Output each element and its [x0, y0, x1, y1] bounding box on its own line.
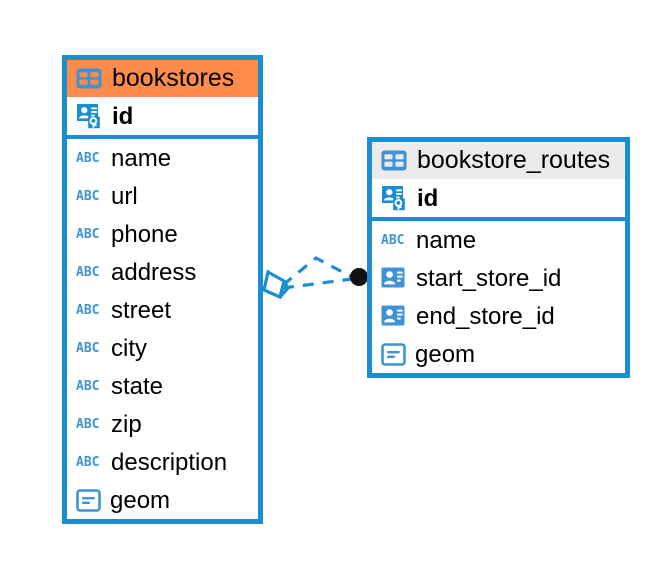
- geometry-icon: [76, 488, 101, 512]
- field-name: state: [111, 372, 164, 400]
- field-name: phone: [111, 220, 178, 248]
- field-row-name[interactable]: ABC name: [67, 139, 258, 177]
- abc-icon: ABC: [76, 150, 100, 166]
- field-name: geom: [110, 486, 171, 514]
- field-name: description: [111, 448, 228, 476]
- relationship-line-lower: [282, 277, 353, 290]
- field-row-zip[interactable]: ABC zip: [67, 405, 258, 443]
- field-row-street[interactable]: ABC street: [67, 291, 258, 329]
- relationship-source-endpoint-icon: [262, 269, 290, 300]
- field-row-address[interactable]: ABC address: [67, 253, 258, 291]
- primary-key-icon: [382, 186, 405, 211]
- abc-icon: ABC: [76, 302, 100, 318]
- entity-title: bookstore_routes: [417, 146, 611, 174]
- field-row-city[interactable]: ABC city: [67, 329, 258, 367]
- relationship-line-upper: [281, 256, 353, 287]
- field-row-start-store-id[interactable]: start_store_id: [372, 259, 625, 297]
- field-name: end_store_id: [416, 302, 555, 330]
- field-row-phone[interactable]: ABC phone: [67, 215, 258, 253]
- field-row-geom[interactable]: geom: [67, 481, 258, 519]
- entity-title: bookstores: [112, 64, 235, 92]
- primary-key-separator: [67, 135, 258, 140]
- field-row-name[interactable]: ABC name: [372, 221, 625, 259]
- field-row-id[interactable]: id: [67, 97, 258, 135]
- abc-icon: ABC: [76, 264, 100, 280]
- entity-fields-bookstore-routes: id ABC name start_store_id: [372, 179, 625, 373]
- foreign-key-icon: [381, 305, 405, 326]
- relationship-target-endpoint-icon: [350, 268, 368, 286]
- field-row-id[interactable]: id: [372, 179, 625, 217]
- field-name: name: [416, 226, 477, 254]
- entity-fields-bookstores: id ABC name ABC url ABC phone ABC addres…: [67, 97, 258, 519]
- primary-key-separator: [372, 217, 625, 222]
- primary-key-icon: [77, 104, 100, 129]
- field-name: address: [111, 258, 197, 286]
- field-name: id: [112, 102, 134, 130]
- field-row-url[interactable]: ABC url: [67, 177, 258, 215]
- table-icon: [76, 68, 102, 89]
- field-name: id: [417, 184, 439, 212]
- field-name: zip: [111, 410, 142, 438]
- field-name: geom: [415, 340, 476, 368]
- field-row-geom[interactable]: geom: [372, 335, 625, 373]
- field-row-end-store-id[interactable]: end_store_id: [372, 297, 625, 335]
- field-name: city: [111, 334, 147, 362]
- geometry-icon: [381, 342, 406, 366]
- field-row-state[interactable]: ABC state: [67, 367, 258, 405]
- field-name: street: [111, 296, 172, 324]
- foreign-key-icon: [381, 267, 405, 288]
- field-row-description[interactable]: ABC description: [67, 443, 258, 481]
- field-name: name: [111, 144, 172, 172]
- abc-icon: ABC: [76, 340, 100, 356]
- entity-header-bookstores[interactable]: bookstores: [67, 60, 258, 98]
- abc-icon: ABC: [76, 454, 100, 470]
- abc-icon: ABC: [76, 378, 100, 394]
- entity-table-bookstore-routes[interactable]: bookstore_routes: [367, 137, 630, 379]
- abc-icon: ABC: [76, 188, 100, 204]
- abc-icon: ABC: [381, 232, 405, 248]
- abc-icon: ABC: [76, 416, 100, 432]
- table-icon: [381, 150, 407, 171]
- entity-header-bookstore-routes[interactable]: bookstore_routes: [372, 142, 625, 180]
- field-name: start_store_id: [416, 264, 562, 292]
- field-name: url: [111, 182, 138, 210]
- abc-icon: ABC: [76, 226, 100, 242]
- entity-table-bookstores[interactable]: bookstores: [62, 55, 263, 525]
